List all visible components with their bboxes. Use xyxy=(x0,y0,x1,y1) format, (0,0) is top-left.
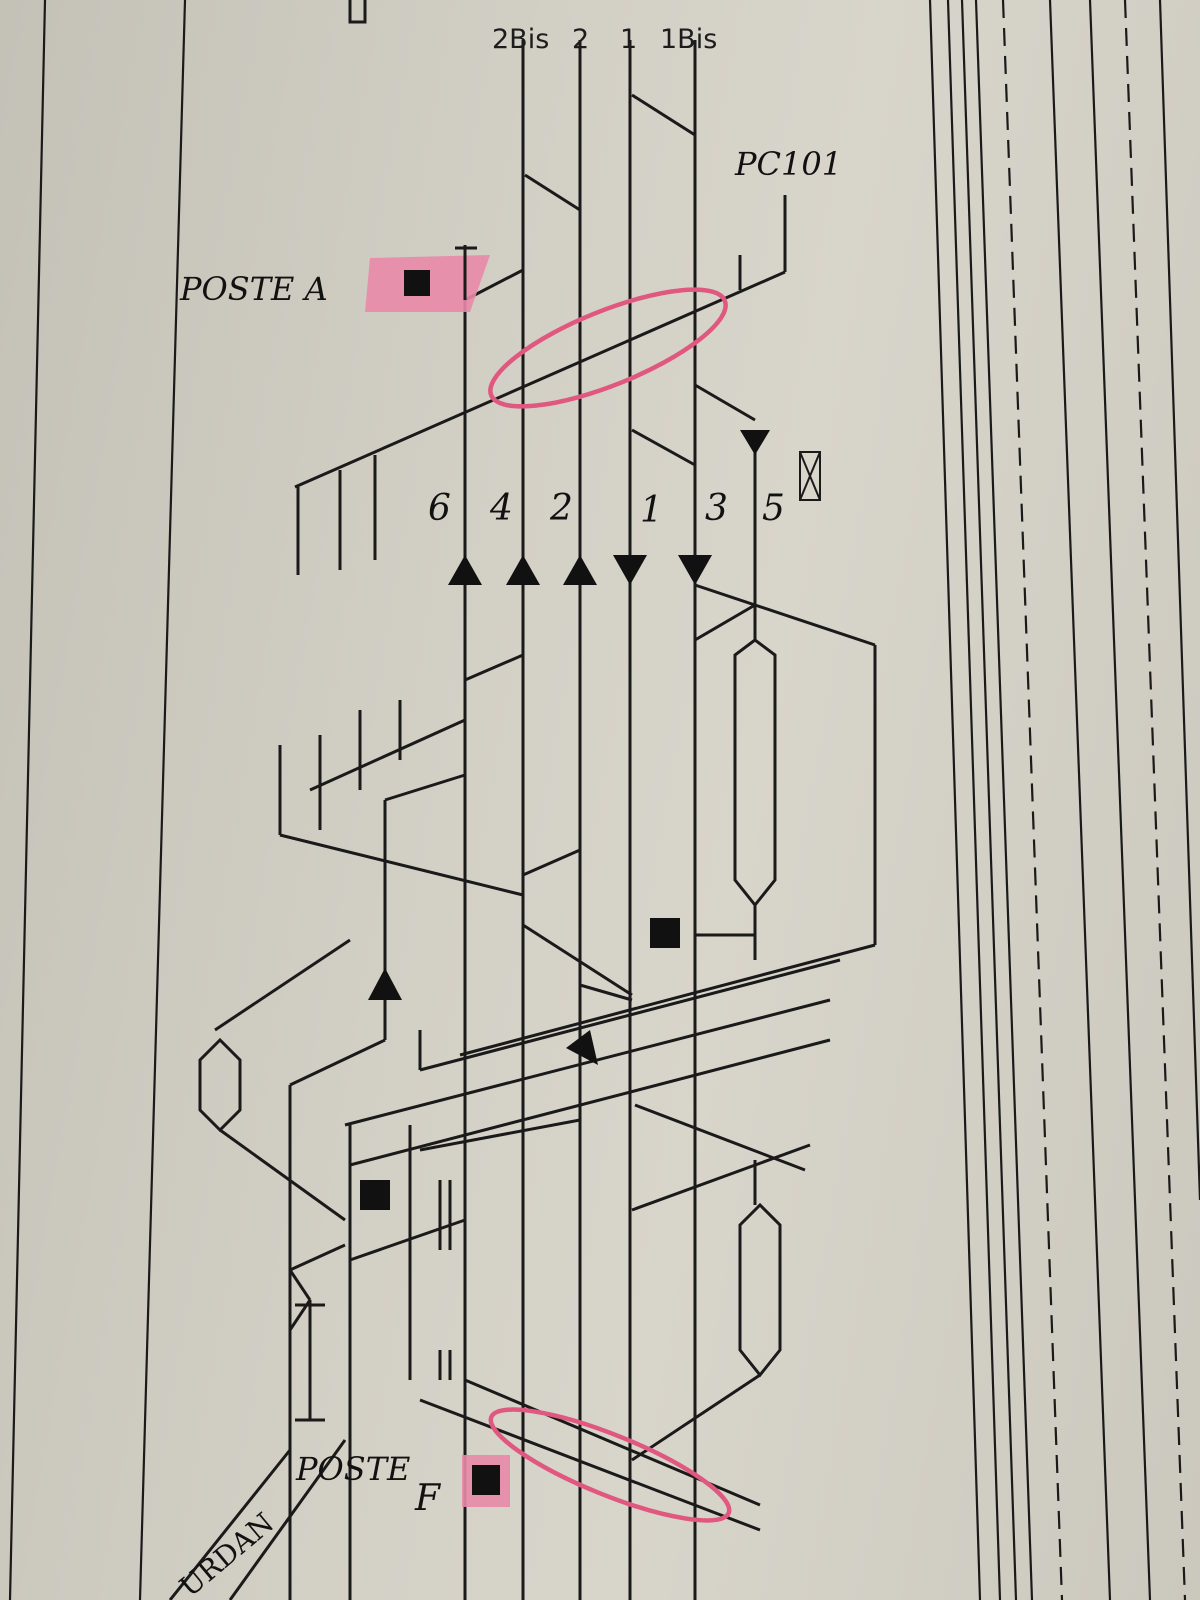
poste-f-letter-label: F xyxy=(414,1478,442,1519)
top-track-labels: 2Bis 2 1 1Bis xyxy=(492,24,717,55)
track-number-2: 2 xyxy=(549,488,573,529)
track-lines xyxy=(168,0,877,1600)
signal-triangle-icon xyxy=(613,555,647,585)
track-number-3: 3 xyxy=(705,488,728,529)
track-label-2: 2 xyxy=(572,24,589,55)
cabin-icon xyxy=(404,270,430,296)
cabin-icon xyxy=(472,1465,500,1495)
crossed-box-icon xyxy=(799,451,821,501)
page-frame-lines xyxy=(8,0,1200,1600)
track-number-1: 1 xyxy=(640,490,663,531)
track-label-1bis: 1Bis xyxy=(660,24,717,55)
cabin-icon xyxy=(650,918,680,948)
track-numbers: 6 4 2 1 3 5 xyxy=(428,488,785,531)
cabin-icon xyxy=(360,1180,390,1210)
track-label-2bis: 2Bis xyxy=(492,24,549,55)
poste-a-marker xyxy=(365,246,490,312)
poste-f-marker xyxy=(462,1455,510,1507)
pc101-label: PC101 xyxy=(734,145,842,183)
signal-triangle-icon xyxy=(740,430,770,455)
signal-triangle-icon xyxy=(563,555,597,585)
signal-triangle-icon xyxy=(678,555,712,585)
signal-markers xyxy=(360,430,770,1210)
poste-a-label: POSTE A xyxy=(179,270,328,308)
track-number-6: 6 xyxy=(428,488,451,529)
signal-triangle-icon xyxy=(566,1030,598,1065)
track-number-5: 5 xyxy=(762,488,785,529)
track-label-1: 1 xyxy=(620,24,637,55)
poste-f-word-label: POSTE xyxy=(295,1450,410,1488)
signal-triangle-icon xyxy=(506,555,540,585)
highlight-ellipses xyxy=(488,287,732,1523)
signal-triangle-icon xyxy=(368,968,402,1000)
track-number-4: 4 xyxy=(489,488,513,529)
signal-triangle-icon xyxy=(448,555,482,585)
